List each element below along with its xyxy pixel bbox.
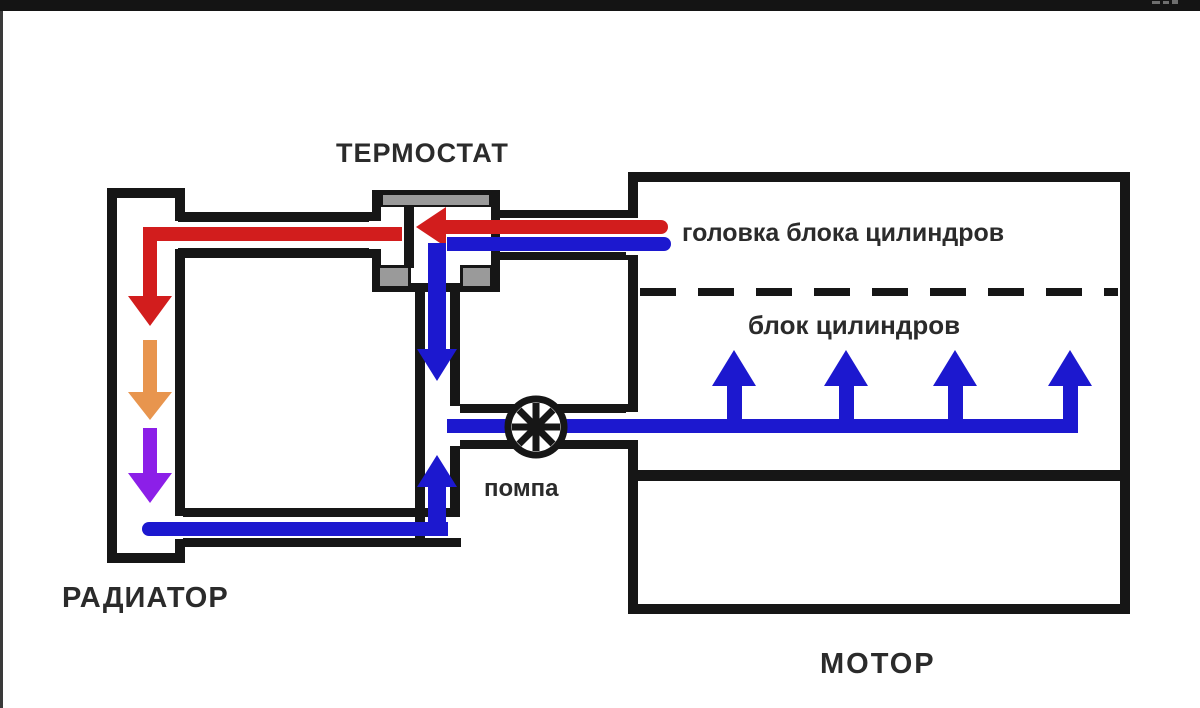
block-sump-divider [633, 470, 1125, 481]
cooling-mid-shaft [143, 340, 157, 394]
cooled-shaft [143, 428, 157, 475]
pipe-wall [500, 252, 628, 260]
thermostat-label: ТЕРМОСТАТ [336, 138, 509, 168]
cool-pipe-head-to-thermostat [447, 237, 671, 251]
pipe-wall [183, 538, 461, 547]
cropped-text-fragment [1152, 1, 1160, 4]
hot-pipe-head-to-thermostat [443, 220, 668, 234]
block-arrow-shaft [839, 384, 854, 422]
block-up-arrowhead [1048, 350, 1092, 386]
pipe-wall [178, 248, 374, 258]
block-arrow-shaft [1063, 384, 1078, 433]
pipe-wall [178, 212, 374, 222]
left-edge-line [0, 11, 3, 708]
cylinder-block-label: блок цилиндров [748, 310, 961, 340]
head-block-divider-dashed [640, 288, 1118, 296]
hot-flow-arrow-left [416, 207, 446, 247]
cool-pipe-radiator-return [142, 522, 448, 536]
cool-pipe-up-to-pump [428, 484, 446, 536]
radiator-label: РАДИАТОР [62, 582, 229, 614]
thermostat-valve-stem [404, 205, 414, 268]
hot-pipe-down-radiator [143, 230, 157, 298]
cropped-text-fragment [1172, 0, 1178, 4]
pipe-wall [415, 292, 425, 546]
block-up-arrowhead [933, 350, 977, 386]
cool-down-arrowhead [417, 349, 457, 381]
hot-pipe-thermostat-to-radiator [143, 227, 402, 241]
cool-pipe-thermostat-down [428, 243, 446, 351]
cooling-mid-arrowhead [128, 392, 172, 420]
thermostat-seat-left [377, 265, 411, 289]
pipe-wall [500, 210, 628, 218]
motor-box [628, 172, 1130, 614]
thermostat-top-plate [381, 193, 491, 207]
block-arrow-shaft [727, 384, 742, 422]
pipe-wall [183, 508, 455, 517]
cropped-text-fragment [1163, 1, 1169, 4]
top-letterbox-bar [0, 0, 1200, 11]
hot-down-arrowhead [128, 296, 172, 326]
cooled-arrowhead [128, 473, 172, 503]
block-arrow-shaft [948, 384, 963, 422]
pump-impeller-icon [504, 395, 568, 459]
block-up-arrowhead [712, 350, 756, 386]
cool-up-arrowhead-pump-inlet [417, 455, 457, 487]
cylinder-head-label: головка блока цилиндров [682, 219, 1005, 247]
pump-label: помпа [484, 475, 559, 502]
motor-label: МОТОР [820, 648, 936, 680]
block-up-arrowhead [824, 350, 868, 386]
thermostat-seat-right [460, 265, 493, 289]
cool-pipe-pump-to-block [447, 419, 1078, 433]
